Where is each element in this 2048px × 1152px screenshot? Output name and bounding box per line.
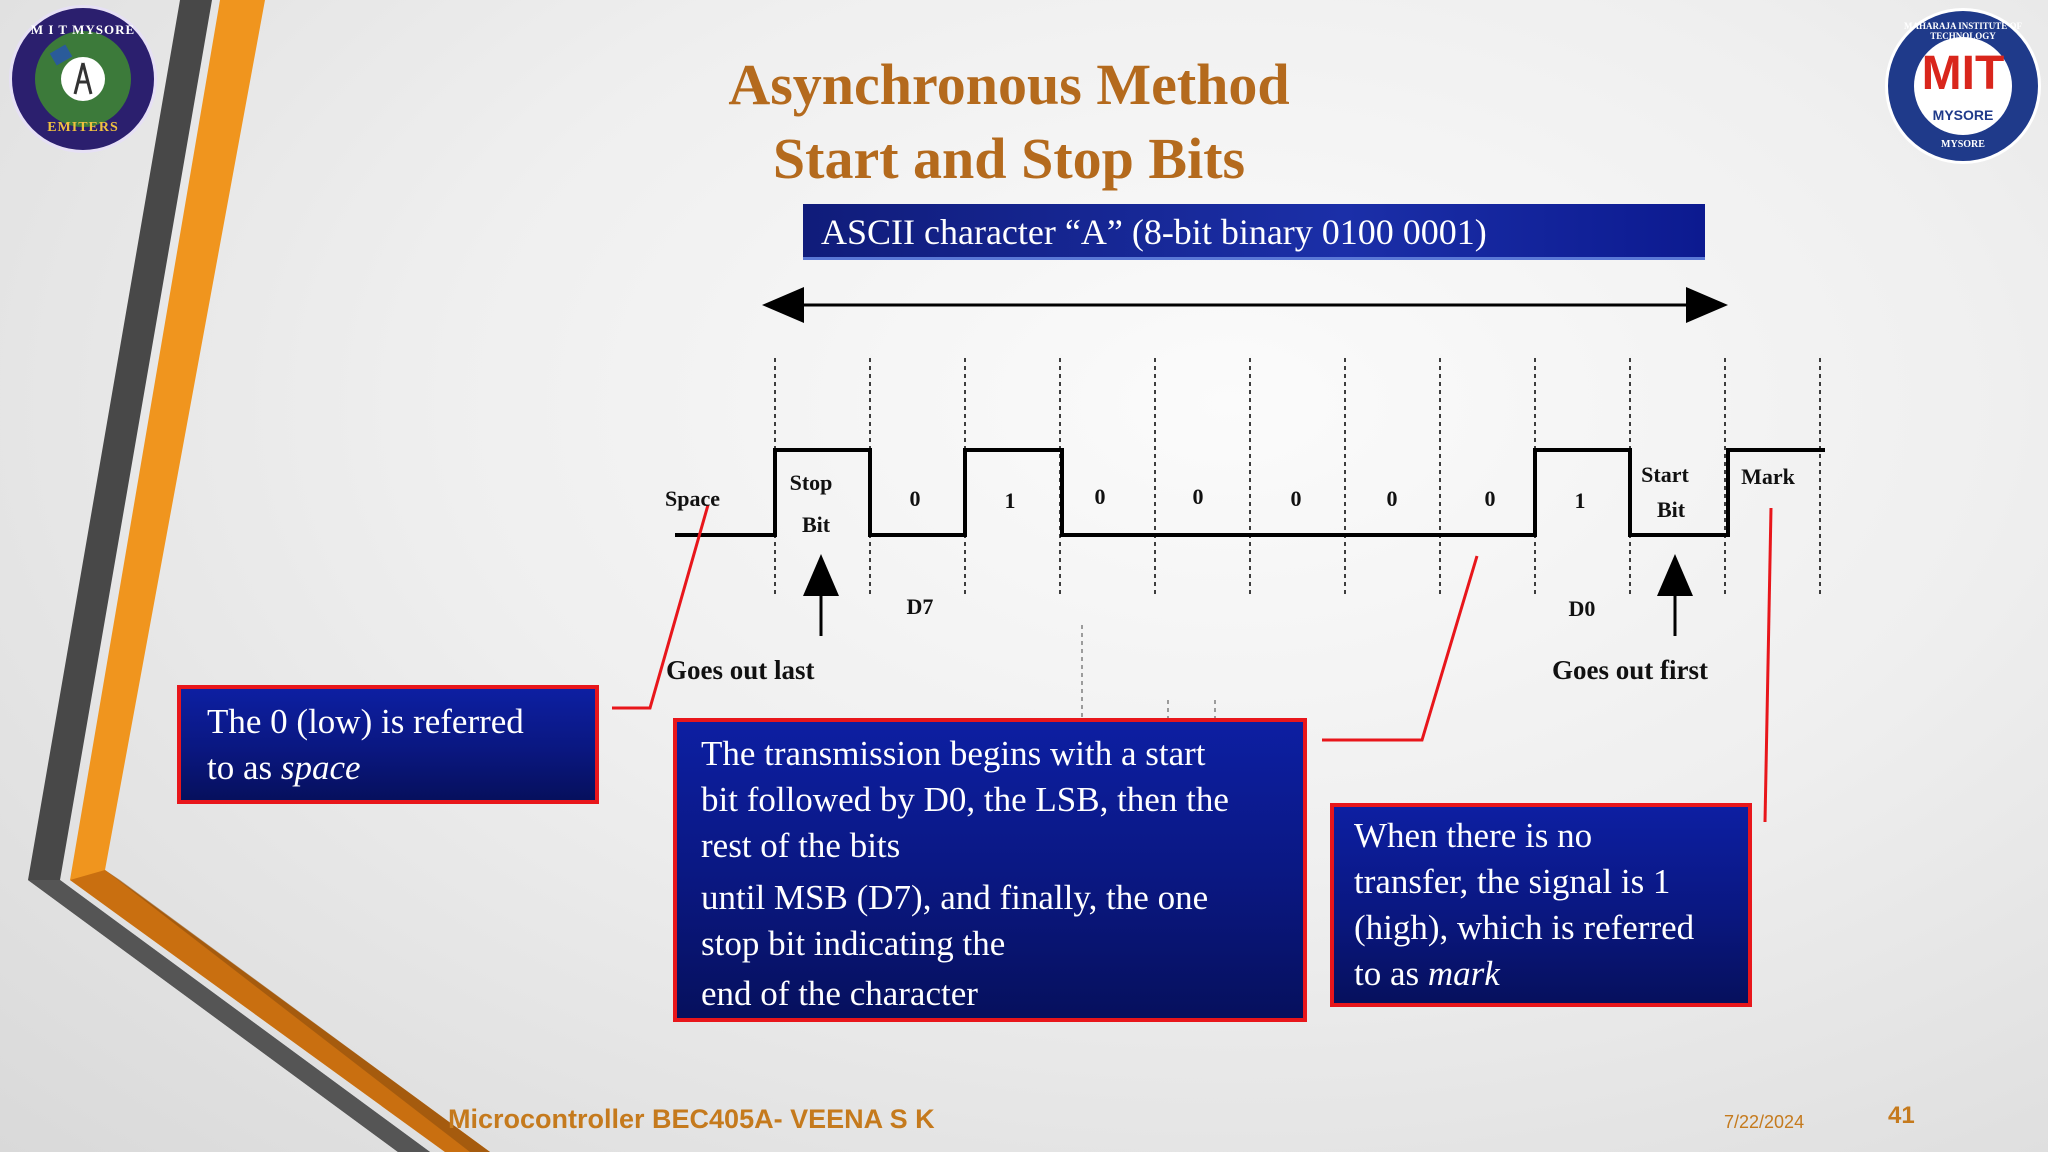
footer-page-number: 41: [1888, 1102, 1915, 1129]
bit-4: 0: [1290, 486, 1302, 511]
space-callout-line: [612, 504, 710, 710]
mark-term: mark: [1427, 954, 1500, 993]
logo-main-text: MIT: [1921, 47, 2005, 100]
logo-top-text: M I T MYSORE: [30, 22, 136, 37]
bit-2: 0: [1094, 484, 1106, 509]
space-callout-line1: The 0 (low) is referred: [207, 702, 524, 741]
mark-line2: transfer, the signal is 1: [1354, 862, 1671, 901]
stop-bit-label-1: Stop: [789, 470, 833, 495]
footer-course: Microcontroller BEC405A- VEENA S K: [448, 1104, 935, 1134]
mit-logo: MAHARAJA INSTITUTE OF TECHNOLOGY MIT MYS…: [1885, 8, 2041, 164]
space-term: space: [280, 748, 361, 787]
slide-title-line2: Start and Stop Bits: [772, 126, 1246, 191]
transmission-line2: bit followed by D0, the LSB, then the: [701, 780, 1229, 819]
slide-title-line1: Asynchronous Method: [728, 52, 1290, 117]
d7-label: D7: [906, 594, 934, 619]
space-label: Space: [665, 486, 720, 511]
signal-waveform: [675, 448, 1825, 537]
transmission-line4: until MSB (D7), and finally, the one: [701, 878, 1209, 917]
transmission-line1: The transmission begins with a start: [701, 734, 1206, 773]
transmission-callout-line: [1322, 555, 1479, 742]
bit-3: 0: [1192, 484, 1204, 509]
start-bit-label-1: Start: [1641, 462, 1689, 487]
transmission-line5: stop bit indicating the: [701, 924, 1006, 963]
mark-line1: When there is no: [1354, 816, 1593, 855]
logo-sub-text: MYSORE: [1932, 107, 1994, 123]
transmission-line3: rest of the bits: [701, 826, 901, 865]
bit-6: 0: [1484, 486, 1496, 511]
goes-out-last-label: Goes out last: [666, 655, 815, 685]
goes-out-first-label: Goes out first: [1552, 655, 1708, 685]
space-callout: The 0 (low) is referred to as space: [177, 685, 599, 804]
bit-5: 0: [1386, 486, 1398, 511]
mark-line4-prefix: to as: [1354, 954, 1428, 993]
space-callout-prefix: to as: [207, 748, 281, 787]
transmission-line6: end of the character: [701, 974, 978, 1013]
stop-bit-label-2: Bit: [801, 512, 831, 537]
footer-date: 7/22/2024: [1724, 1112, 1805, 1132]
d0-label: D0: [1568, 596, 1596, 621]
bit-0: 0: [909, 486, 921, 511]
mark-label: Mark: [1741, 464, 1795, 489]
logo-ring-text: MAHARAJA INSTITUTE OF TECHNOLOGY: [1903, 21, 2022, 41]
ascii-banner: ASCII character “A” (8-bit binary 0100 0…: [803, 204, 1705, 260]
logo-bottom-text: MYSORE: [1941, 139, 1985, 150]
bit-7: 1: [1574, 488, 1586, 513]
mark-line3: (high), which is referred: [1354, 908, 1695, 947]
bit-1: 1: [1004, 488, 1016, 513]
mark-callout-line: [1763, 507, 1773, 823]
emiters-logo: M I T MYSORE EMITERS: [9, 5, 157, 153]
mark-callout: When there is no transfer, the signal is…: [1330, 803, 1752, 1007]
transmission-callout: The transmission begins with a start bit…: [673, 718, 1307, 1022]
start-bit-label-2: Bit: [1656, 497, 1686, 522]
logo-bottom-text: EMITERS: [47, 120, 119, 135]
